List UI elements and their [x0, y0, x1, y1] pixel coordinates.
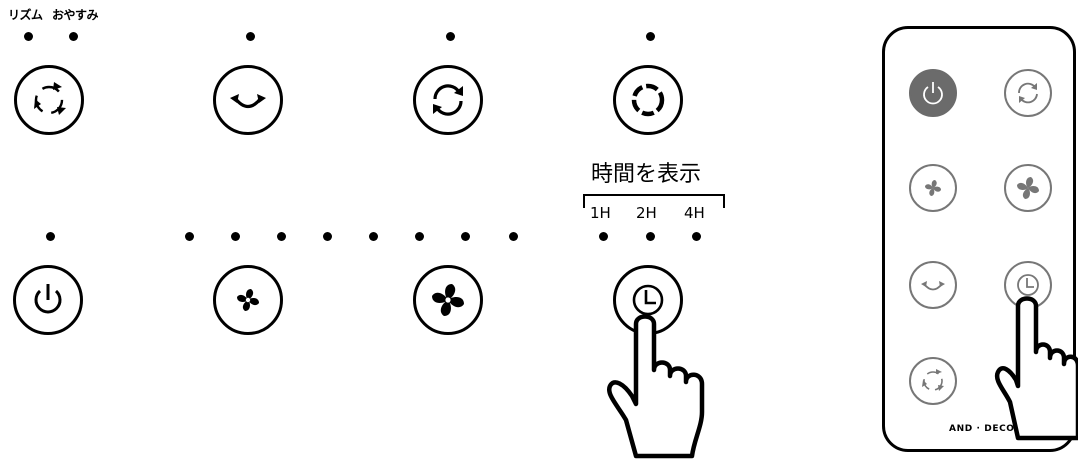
dashed-circle-button[interactable] — [613, 65, 683, 135]
dashed-indicator-dot — [646, 32, 655, 41]
dashed-circle-icon — [631, 83, 665, 117]
brand-label: AND · DECO — [949, 424, 1015, 434]
timer-bracket — [583, 194, 725, 208]
remote-fan-small-button[interactable] — [909, 164, 957, 212]
fan-speed-dot — [185, 232, 194, 241]
power-indicator-dot — [46, 232, 55, 241]
rotate-cycle-icon — [922, 369, 944, 391]
horizontal-swing-button[interactable] — [213, 65, 283, 135]
timer-option-2h: 2H — [636, 204, 657, 222]
remote-control: AND · DECO — [882, 26, 1076, 452]
remote-swing-cycle-button[interactable] — [1004, 69, 1052, 117]
fan-large-icon — [1017, 177, 1039, 199]
rhythm-button[interactable] — [14, 65, 84, 135]
swing-cycle-button[interactable] — [413, 65, 483, 135]
fan-small-button[interactable] — [213, 265, 283, 335]
swing-indicator-dot — [246, 32, 255, 41]
rotate-indicator-dot — [446, 32, 455, 41]
timer-option-4h: 4H — [684, 204, 705, 222]
fan-speed-dot — [231, 232, 240, 241]
pointing-hand-icon — [606, 314, 705, 459]
fan-speed-dot — [461, 232, 470, 241]
rotate-cycle-icon — [34, 82, 66, 115]
swing-cycle-icon — [1018, 82, 1038, 104]
horizontal-swing-icon — [921, 281, 945, 291]
swing-cycle-icon — [433, 84, 463, 116]
sleep-indicator-dot — [69, 32, 78, 41]
fan-large-icon — [432, 284, 464, 316]
remote-timer-button[interactable] — [1004, 261, 1052, 309]
remote-fan-large-button[interactable] — [1004, 164, 1052, 212]
rhythm-indicator-dot — [24, 32, 33, 41]
timer-1h-dot — [599, 232, 608, 241]
fan-speed-dot — [277, 232, 286, 241]
timer-2h-dot — [646, 232, 655, 241]
clock-icon — [632, 284, 664, 316]
sleep-label: おやすみ — [52, 8, 99, 22]
fan-speed-dot — [509, 232, 518, 241]
remote-horizontal-swing-button[interactable] — [909, 261, 957, 309]
fan-large-button[interactable] — [413, 265, 483, 335]
power-button[interactable] — [13, 265, 83, 335]
rhythm-label: リズム — [8, 8, 43, 22]
fan-speed-dot — [323, 232, 332, 241]
fan-small-icon — [237, 289, 259, 311]
fan-speed-dot — [369, 232, 378, 241]
timer-title: 時間を表示 — [591, 162, 702, 187]
power-icon — [923, 82, 943, 105]
timer-4h-dot — [692, 232, 701, 241]
clock-icon — [1017, 274, 1039, 296]
horizontal-swing-icon — [230, 94, 266, 109]
power-icon — [34, 284, 62, 314]
remote-rhythm-button[interactable] — [909, 357, 957, 405]
pointing-hand-icon — [994, 296, 1078, 441]
timer-option-1h: 1H — [590, 204, 611, 222]
remote-power-button[interactable] — [909, 69, 957, 117]
fan-small-icon — [925, 180, 941, 196]
fan-speed-dot — [415, 232, 424, 241]
